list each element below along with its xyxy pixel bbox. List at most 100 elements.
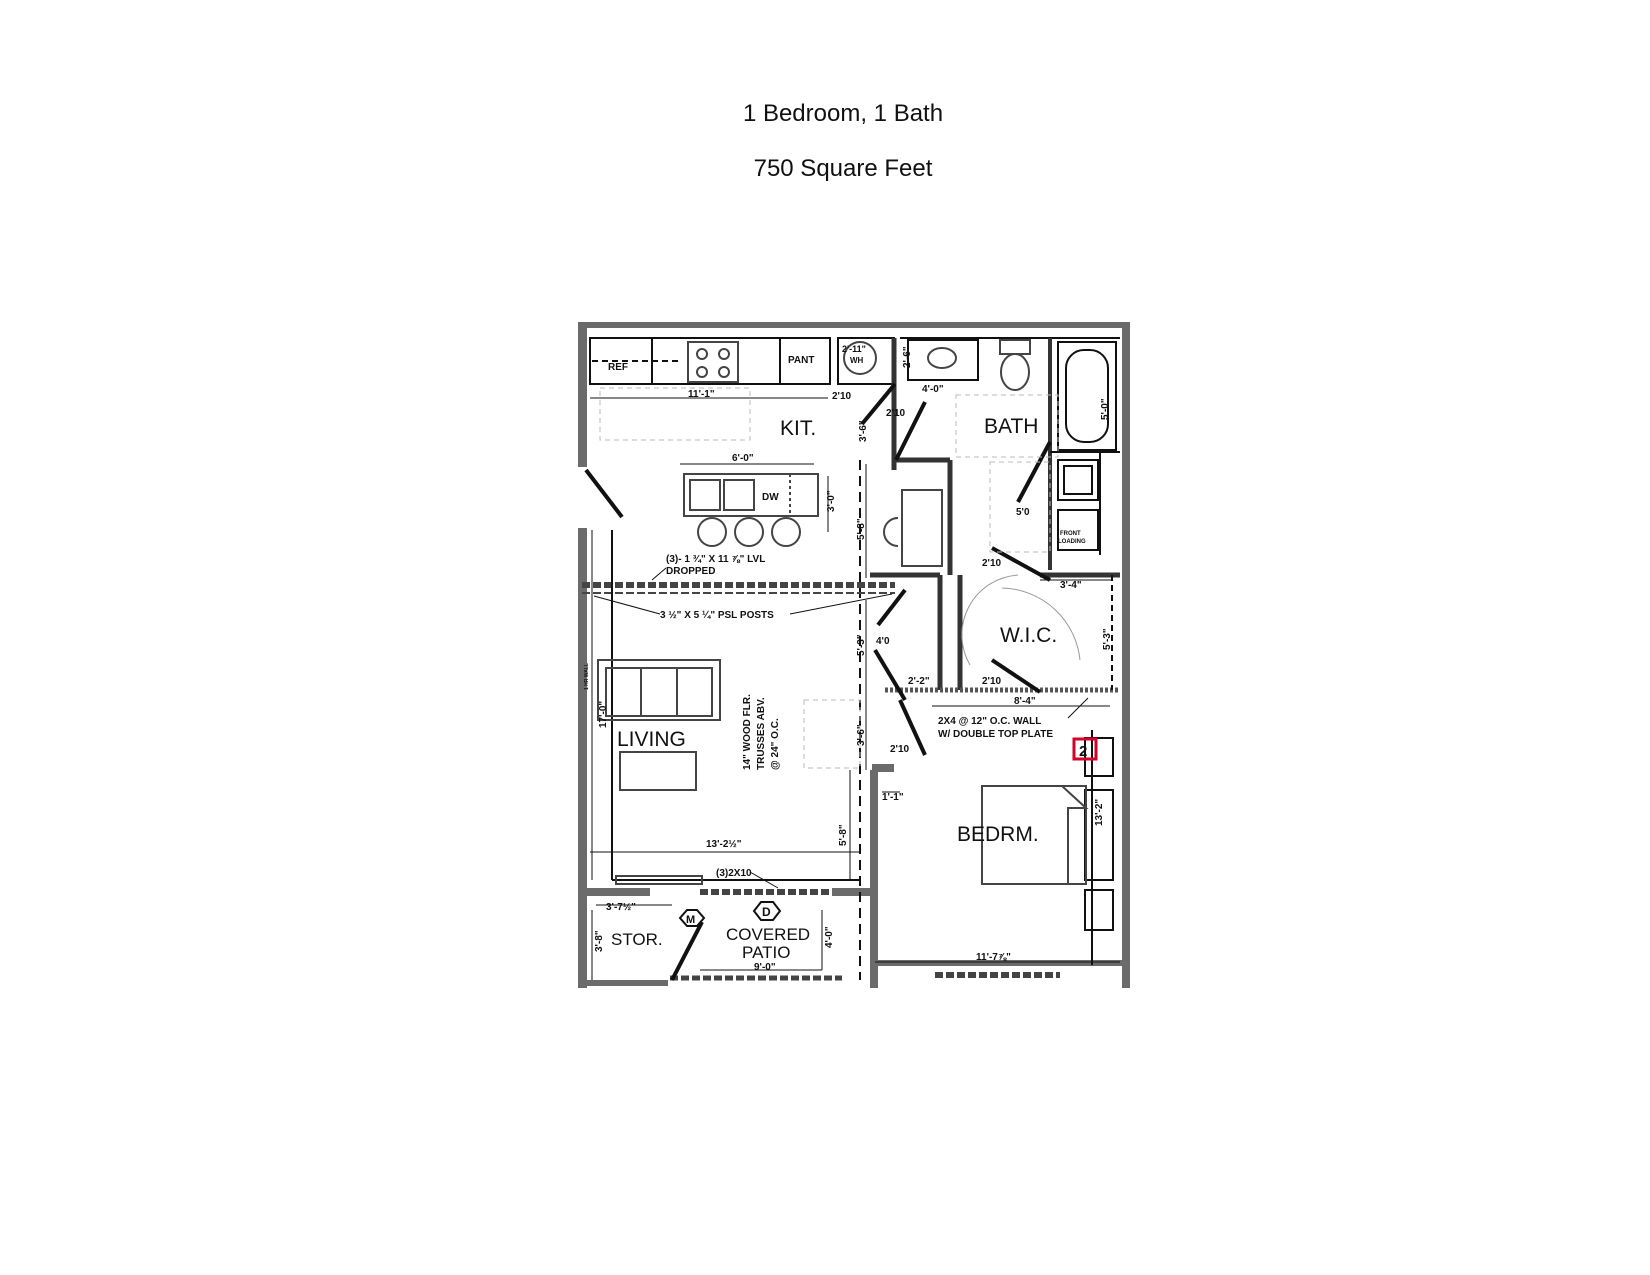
dim-wic-5-3: 5'-3" — [1102, 628, 1113, 650]
note-tv-wall: 1 HR WALL — [584, 663, 590, 690]
dim-wic-3-4: 3'-4" — [1060, 580, 1082, 591]
door-arcs — [961, 574, 1081, 666]
note-truss-1: 14" WOOD FLR. — [742, 694, 753, 770]
wall-stor-bottom — [578, 980, 668, 986]
hall-desk — [901, 489, 943, 567]
wall-bed-left — [870, 770, 878, 988]
tag-m-hex — [678, 909, 706, 927]
wall-left-upper — [578, 322, 587, 467]
dimension-labels: 11'-1" 2'-11" 2'10 2'10 3'-6" 2'-6" 4'-0… — [594, 344, 1113, 973]
wall-left-storage — [578, 888, 587, 988]
stool-icon — [771, 517, 801, 547]
label-pant: PANT — [788, 355, 814, 366]
room-label-kitchen: KIT. — [780, 417, 816, 440]
tags: 2 M D — [678, 737, 1098, 927]
bath-sink-icon — [927, 347, 957, 369]
dim-living-13-2: 13'-2½" — [706, 839, 742, 850]
dim-bed-11-7: 11'-7⅞" — [976, 952, 1011, 963]
dim-door-wic: 2'10 — [982, 676, 1002, 687]
wall-right — [1122, 328, 1130, 988]
note-wall-2: W/ DOUBLE TOP PLATE — [938, 729, 1053, 740]
kitchen-counter — [589, 337, 831, 385]
room-label-living: LIVING — [617, 728, 686, 751]
dim-living-17-0: 17'-0" — [598, 701, 609, 728]
dim-door-4-0: 4'0 — [876, 636, 890, 647]
tv-console — [615, 875, 703, 885]
room-label-patio-2: PATIO — [742, 943, 791, 962]
note-truss-3: @ 24" O.C. — [770, 718, 781, 770]
wall-bed-jog — [872, 764, 894, 772]
label-loading: LOADING — [1058, 539, 1086, 545]
dim-laundry-5-0: 5'0 — [1016, 507, 1030, 518]
note-2x10: (3)2X10 — [716, 868, 752, 879]
note-lvl-2: DROPPED — [666, 566, 715, 577]
tag-2-label: 2 — [1079, 743, 1087, 760]
bed-icon — [981, 785, 1087, 885]
dim-kit-width: 11'-1" — [688, 389, 715, 400]
dim-wic-8-4: 8'-4" — [1014, 696, 1036, 707]
dim-closet-2-2: 2'-2" — [908, 676, 930, 687]
note-lvl-1: (3)- 1 ¾" X 11 ⅞" LVL — [666, 554, 765, 565]
dimension-lines — [590, 397, 1120, 980]
dashed-outlines — [599, 387, 1059, 769]
dim-island-3-0: 3'-0" — [826, 490, 837, 512]
dim-island-6-0: 6'-0" — [732, 453, 754, 464]
room-label-patio-1: COVERED — [726, 925, 810, 944]
dim-wh-width: 2'-11" — [842, 344, 866, 354]
dim-patio-9-0: 9'-0" — [754, 962, 776, 973]
plan-area: 750 Square Feet — [753, 155, 933, 182]
stool-icon — [734, 517, 764, 547]
toilet-icon — [999, 339, 1031, 355]
plan-title: 1 Bedroom, 1 Bath — [742, 100, 944, 127]
water-heater-icon — [843, 341, 877, 375]
dim-jog-1-1: 1'-1" — [882, 792, 904, 803]
tag-m-label: M — [686, 914, 695, 926]
dim-tub-5-0: 5'-0" — [1100, 398, 1111, 420]
room-label-storage: STOR. — [611, 930, 663, 949]
label-wh: WH — [850, 356, 864, 365]
dim-bed-13-2: 13'-2" — [1094, 799, 1105, 826]
dim-vanity-2-6: 2'-6" — [902, 346, 913, 368]
coffee-table — [619, 751, 697, 791]
dim-door-bath: 2'10 — [886, 408, 906, 419]
note-truss-2: TRUSSES ABV. — [756, 697, 767, 770]
label-dw: DW — [762, 492, 779, 503]
stove-icon — [687, 341, 739, 383]
sofa-icon — [597, 659, 721, 721]
wall-bed-bottom — [870, 960, 1130, 966]
fixture-labels: REF PANT WH DW FRONT LOADING — [608, 355, 1086, 545]
kitchen-island — [683, 473, 819, 517]
dim-hall-5-8b: 5'-8" — [838, 824, 849, 846]
label-front: FRONT — [1060, 531, 1081, 537]
dim-stor-3-7: 3'-7½" — [606, 902, 636, 913]
dim-hall-5-8: 5'-8" — [856, 518, 867, 540]
furniture — [597, 339, 1089, 885]
dim-door-laundry: 2'10 — [982, 558, 1002, 569]
dim-hall-3-6: 3'-6" — [858, 420, 869, 442]
wall-storage-top-left — [578, 888, 650, 896]
dim-hall-5-3: 5'-3" — [856, 634, 867, 656]
wall-left-lower — [578, 528, 587, 888]
doors — [584, 382, 1052, 981]
room-labels: KIT. BATH LIVING W.I.C. BEDRM. STOR. COV… — [611, 415, 1057, 962]
label-ref: REF — [608, 362, 628, 373]
note-psl: 3 ½" X 5 ¼" PSL POSTS — [660, 610, 774, 621]
room-label-bedroom: BEDRM. — [957, 823, 1039, 846]
dim-vanity-4-0: 4'-0" — [922, 384, 944, 395]
notes: (3)- 1 ¾" X 11 ⅞" LVL DROPPED 3 ½" X 5 ¼… — [584, 554, 1089, 889]
tag-d-label: D — [762, 905, 771, 919]
room-label-wic: W.I.C. — [1000, 624, 1057, 647]
dim-hall-3-6b: 3'-6" — [856, 724, 867, 746]
dim-patio-4-0: 4'-0" — [824, 926, 835, 948]
note-wall-1: 2X4 @ 12" O.C. WALL — [938, 716, 1041, 727]
wall-patio-top-right — [832, 888, 878, 896]
tag-2-box — [1072, 737, 1098, 761]
stool-icon — [697, 517, 727, 547]
dim-stor-3-8: 3'-8" — [594, 930, 605, 952]
dim-door-wh: 2'10 — [832, 391, 852, 402]
wall-top — [578, 322, 1130, 328]
room-label-bath: BATH — [984, 415, 1038, 438]
dim-door-bed: 2'10 — [890, 744, 910, 755]
exterior-walls — [578, 322, 1130, 988]
